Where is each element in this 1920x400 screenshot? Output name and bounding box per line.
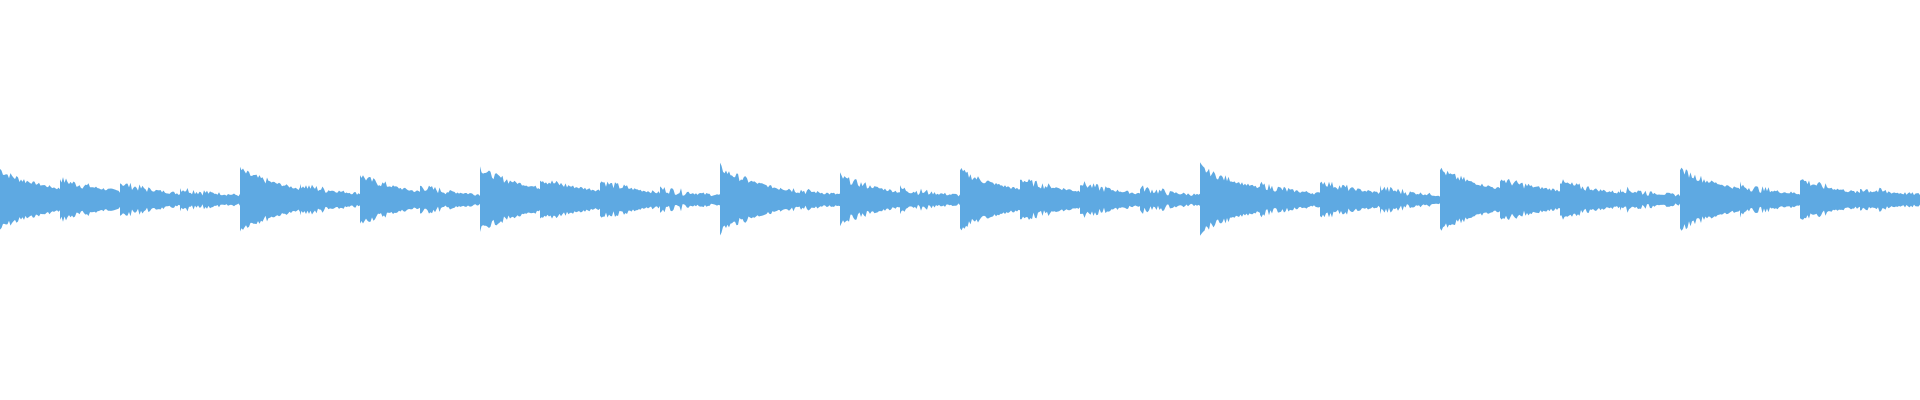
waveform-segment <box>1680 167 1740 231</box>
waveform-segment <box>780 187 840 212</box>
waveform-segment <box>660 186 720 213</box>
waveform-segment <box>960 168 1020 231</box>
waveform-segment <box>1320 181 1380 218</box>
waveform-segment <box>1740 181 1800 218</box>
waveform-segment <box>900 185 960 215</box>
waveform-segment <box>1200 162 1260 236</box>
waveform-segment <box>1620 186 1680 213</box>
waveform-segment <box>0 168 60 230</box>
waveform-segment <box>1260 181 1320 218</box>
waveform-segment <box>180 188 240 212</box>
waveform-segment <box>480 166 540 232</box>
waveform-segment <box>1800 179 1860 220</box>
waveform-segment <box>1020 179 1080 220</box>
waveform-segment <box>600 181 660 218</box>
waveform-segment <box>60 177 120 222</box>
waveform-segment <box>1860 187 1920 212</box>
waveform-segment <box>540 180 600 219</box>
waveform-segment <box>1080 181 1140 218</box>
waveform-segment <box>720 162 780 236</box>
waveform-segment <box>840 172 900 227</box>
waveform-segment <box>1500 178 1560 220</box>
waveform-segment <box>120 182 180 217</box>
waveform-segment <box>420 185 480 214</box>
waveform-segment <box>1140 185 1200 214</box>
waveform-segment <box>1380 185 1440 215</box>
waveform-segment <box>1440 167 1500 231</box>
waveform-segment <box>360 175 420 224</box>
waveform-segment <box>240 166 300 232</box>
waveform-segment <box>300 183 360 216</box>
waveform-segment <box>1560 179 1620 220</box>
